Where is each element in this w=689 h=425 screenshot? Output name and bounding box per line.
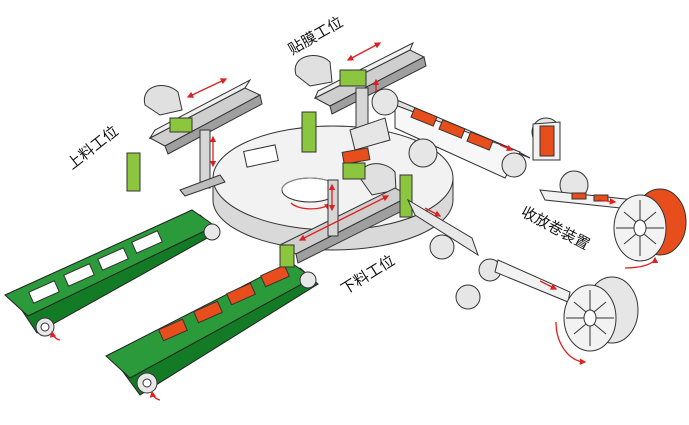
film-gripper-head	[339, 69, 367, 87]
loading-gripper-arm	[126, 152, 141, 192]
unloading-conveyor	[105, 261, 319, 401]
rewind-reel-icon	[555, 276, 639, 366]
return-tape-path	[406, 198, 571, 310]
reel-device-label: 收放卷装置	[518, 203, 593, 254]
film-gripper-arm	[301, 111, 317, 153]
film-robot	[294, 41, 427, 153]
film-station-label: 贴膜工位	[285, 13, 346, 59]
unloading-station-label: 下料工位	[338, 251, 398, 298]
loading-gripper-head	[169, 117, 193, 133]
loading-conveyor	[4, 209, 221, 341]
film-tape-path	[371, 88, 641, 211]
film-reel-icon	[613, 188, 687, 269]
loading-station-label: 上料工位	[63, 122, 121, 173]
table-workpiece-white	[243, 144, 279, 168]
unloading-gripper-head	[342, 162, 366, 180]
loading-robot	[126, 78, 263, 197]
unloading-robot	[278, 162, 413, 268]
